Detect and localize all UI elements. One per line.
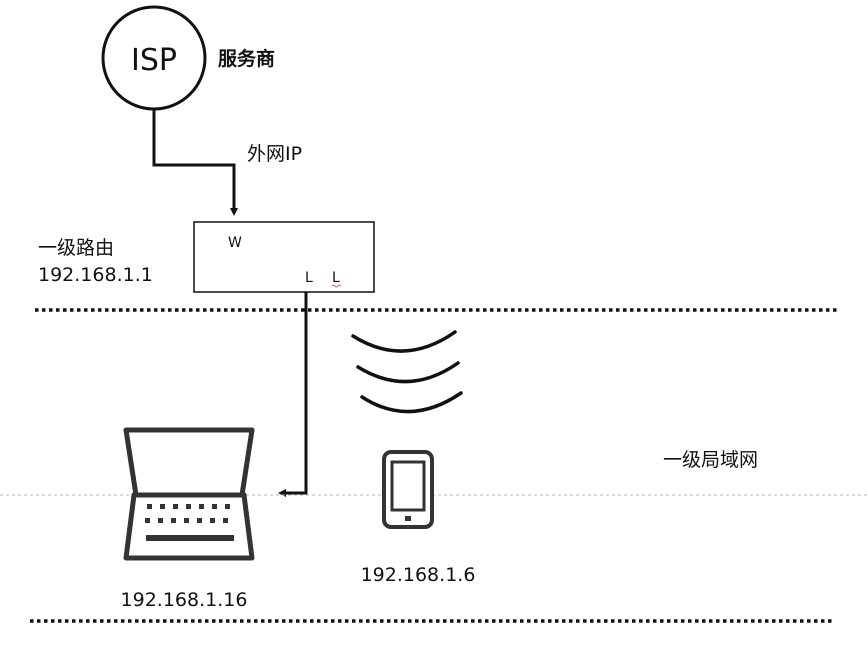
router-lan-port-2: L (332, 270, 340, 286)
router-ip: 192.168.1.1 (38, 264, 153, 286)
phone-icon (382, 450, 434, 529)
wan-link (152, 109, 238, 216)
isp-node: ISP (101, 5, 207, 111)
router-wan-port: W (228, 235, 242, 251)
provider-label: 服务商 (218, 47, 275, 70)
laptop-ip: 192.168.1.16 (121, 589, 248, 611)
isp-label: ISP (131, 43, 177, 78)
laptop-icon (123, 427, 255, 561)
wan-ip-label: 外网IP (247, 143, 302, 165)
lan-label: 一级局域网 (663, 449, 758, 471)
router-rect (193, 221, 375, 293)
lan-cable (278, 292, 308, 497)
wifi-waves-icon (351, 330, 463, 414)
router-lan-port-1: L (305, 270, 313, 286)
phone-ip: 192.168.1.6 (361, 564, 476, 586)
router-title: 一级路由 (38, 237, 114, 259)
spellcheck-squiggle (331, 284, 342, 288)
router-box: W L L (193, 221, 375, 293)
